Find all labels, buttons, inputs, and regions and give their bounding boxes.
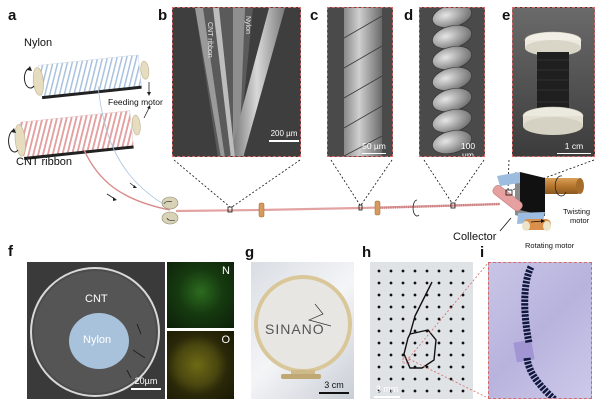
scale-bar-d: 100 µm: [454, 141, 482, 157]
eds-label-o: O: [221, 334, 230, 346]
photo-spool-e: 1 cm: [512, 7, 595, 157]
sample-marker-d: [450, 202, 456, 209]
panel-letter-g: g: [245, 244, 255, 261]
stitched-thread: [403, 281, 437, 369]
spinning-schematic: [8, 54, 595, 232]
guide-2: [374, 200, 381, 216]
panel-letter-c: c: [310, 7, 319, 24]
nylon-core: [69, 313, 129, 369]
sem-image-d: 100 µm: [419, 7, 485, 157]
rotation-arrow-icon: [23, 67, 35, 89]
sample-marker-e: [505, 189, 513, 196]
label-feeding-motor: Feeding motor: [108, 97, 163, 107]
panel-letter-a: a: [8, 7, 17, 24]
scale-bar-g: 3 cm: [319, 381, 349, 394]
scale-label-g: 3 cm: [324, 380, 344, 390]
scale-bar-f: 20µm: [131, 377, 161, 390]
scale-bar-h: 3 mm: [374, 385, 400, 398]
nylon-spool: [32, 54, 150, 100]
label-cnt-ribbon: CNT ribbon: [16, 156, 73, 168]
pinch-rollers: [161, 196, 179, 225]
scale-label-f: 20µm: [134, 376, 158, 386]
label-b-nylon: Nylon: [244, 16, 251, 34]
cnt-spool: [14, 110, 141, 160]
panel-letter-b: b: [158, 7, 168, 24]
panel-letter-h: h: [362, 244, 372, 261]
panel-letter-e: e: [502, 7, 511, 24]
embroidered-text: SINANO: [265, 321, 325, 337]
photo-embroidery-g: SINANO 3 cm: [251, 262, 354, 399]
scale-label-c: 50 µm: [362, 141, 386, 151]
label-collector: Collector: [453, 231, 497, 243]
sem-image-c: 50 µm: [327, 7, 393, 157]
coiled-fiber-upper: [521, 265, 535, 344]
cnt-fiber: [83, 149, 171, 211]
twist-arrow-icon: [412, 199, 420, 217]
zoom-lines-h-i: [408, 262, 489, 399]
eds-map-o: O: [167, 331, 234, 399]
eds-label-n: N: [222, 265, 230, 277]
label-twisting-motor-1: Twisting: [563, 207, 591, 216]
label-b-cnt-ribbon: CNT ribbon: [206, 22, 213, 58]
scale-bar-b: 200 µm: [269, 130, 299, 142]
scale-label-h: 3 mm: [375, 384, 399, 394]
collector-assembly: [492, 172, 584, 232]
scale-label-b: 200 µm: [270, 129, 298, 138]
label-cnt: CNT: [85, 293, 108, 305]
photo-closeup-i: [488, 262, 592, 399]
twisting-rod: [540, 178, 580, 194]
sem-image-b: 200 µm CNT ribbon Nylon: [172, 7, 301, 157]
scale-label-e: 1 cm: [564, 141, 584, 151]
coiled-fiber-lower: [523, 357, 558, 398]
label-nylon-core: Nylon: [83, 334, 112, 346]
panel-letter-f: f: [8, 243, 13, 260]
eds-map-n: N: [167, 262, 234, 328]
guide-1: [258, 202, 265, 218]
panel-letter-d: d: [404, 7, 414, 24]
scale-label-d: 100 µm: [460, 141, 476, 157]
twist-arrow-icon: [554, 175, 567, 197]
label-rotating-motor: Rotating motor: [525, 241, 575, 250]
panel-letter-i: i: [480, 244, 485, 261]
scale-bar-c: 50 µm: [362, 142, 386, 154]
label-twisting-motor-2: motor: [570, 216, 590, 225]
nylon-fiber: [97, 85, 171, 209]
scale-bar-e: 1 cm: [557, 142, 591, 154]
label-nylon: Nylon: [24, 37, 53, 49]
sample-marker-c: [358, 204, 363, 211]
sem-cross-section-f: CNT Nylon 20µm: [27, 262, 165, 399]
arrow-icon: [143, 107, 150, 119]
photo-fabric-h: 3 mm: [370, 262, 473, 399]
